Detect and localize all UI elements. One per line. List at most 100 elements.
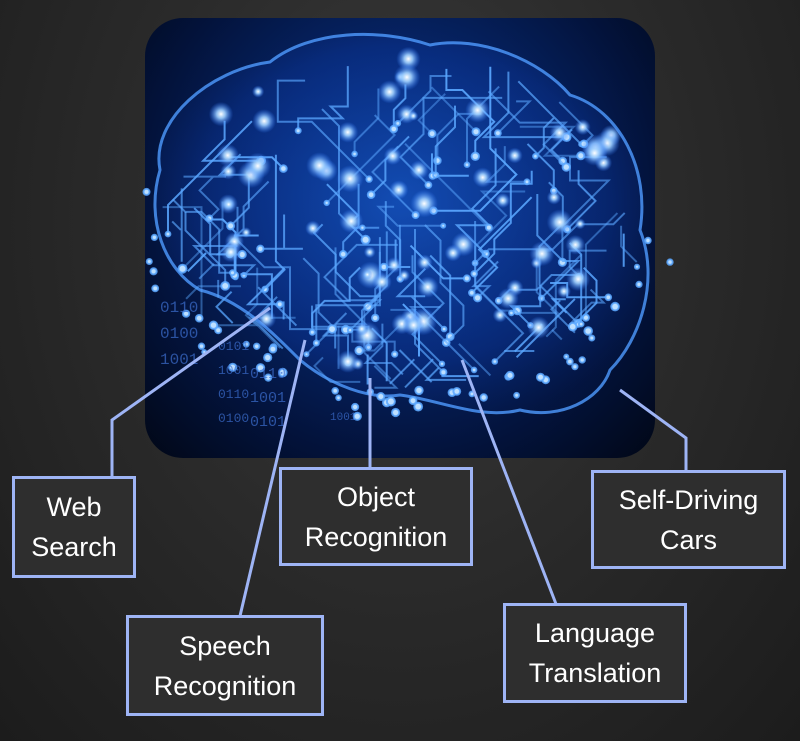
circuit-trace bbox=[424, 224, 465, 344]
circuit-trace bbox=[213, 267, 259, 327]
circuit-trace bbox=[323, 243, 398, 331]
glow-node bbox=[574, 119, 591, 136]
circuit-endpoint bbox=[610, 301, 620, 312]
glow-node bbox=[222, 198, 235, 211]
glow-node bbox=[546, 190, 562, 205]
circuit-trace bbox=[313, 356, 361, 383]
circuit-trace bbox=[162, 206, 203, 317]
circuit-endpoint bbox=[354, 345, 364, 356]
glow-node bbox=[389, 180, 409, 200]
circuit-endpoint bbox=[351, 150, 358, 158]
circuit-endpoint bbox=[413, 401, 424, 412]
circuit-endpoint bbox=[228, 362, 238, 372]
circuit-trace bbox=[404, 358, 434, 389]
circuit-trace bbox=[569, 288, 607, 325]
glowing-nodes bbox=[208, 46, 622, 373]
circuit-endpoint bbox=[226, 221, 236, 231]
speech-recognition-box: Speech Recognition bbox=[126, 615, 324, 716]
glow-node bbox=[305, 220, 321, 236]
circuit-endpoint bbox=[308, 328, 316, 336]
speech-recognition-line-2: Recognition bbox=[153, 670, 297, 701]
circuit-trace bbox=[167, 120, 253, 234]
web-search-box: Web Search bbox=[12, 476, 136, 578]
circuit-trace bbox=[264, 154, 286, 291]
circuit-endpoint bbox=[365, 175, 373, 183]
language-translation-box: Language Translation bbox=[503, 603, 687, 703]
circuit-trace bbox=[545, 253, 583, 338]
glow-node bbox=[574, 218, 586, 230]
glow-node bbox=[398, 269, 411, 282]
glow-node bbox=[363, 246, 376, 259]
circuit-endpoint bbox=[408, 396, 418, 406]
circuit-trace bbox=[474, 221, 525, 363]
circuit-endpoint bbox=[294, 127, 302, 135]
glow-node bbox=[377, 80, 402, 104]
circuit-endpoint bbox=[323, 199, 330, 207]
circuit-endpoint bbox=[263, 352, 273, 363]
connector-language-translation bbox=[460, 359, 558, 605]
glow-node bbox=[492, 307, 508, 323]
circuit-endpoint bbox=[208, 320, 219, 330]
circuit-endpoint bbox=[278, 367, 288, 378]
circuit-endpoint bbox=[577, 320, 585, 328]
circuit-trace bbox=[434, 105, 456, 175]
glow-node bbox=[339, 209, 364, 234]
circuit-trace bbox=[321, 108, 380, 229]
glow-node bbox=[472, 167, 493, 188]
circuit-endpoint bbox=[255, 363, 266, 373]
glow-node bbox=[362, 269, 373, 280]
circuit-trace bbox=[215, 290, 234, 324]
circuit-trace bbox=[473, 170, 533, 275]
circuit-endpoint bbox=[633, 263, 641, 270]
circuit-endpoint bbox=[532, 152, 539, 160]
circuit-trace bbox=[424, 366, 467, 381]
circuit-trace bbox=[414, 229, 445, 373]
circuit-endpoint bbox=[371, 313, 380, 323]
circuit-endpoint bbox=[439, 368, 448, 377]
binary-digit-text: 1001 bbox=[330, 412, 357, 424]
circuit-endpoint bbox=[536, 372, 545, 382]
circuit-endpoint bbox=[385, 396, 396, 407]
circuit-endpoint bbox=[470, 151, 480, 162]
circuit-trace bbox=[551, 329, 563, 341]
connector-speech-recognition bbox=[238, 339, 307, 617]
self-driving-cars-line-1: Self-Driving bbox=[618, 484, 759, 515]
circuit-endpoint bbox=[339, 250, 348, 259]
object-recognition-box: Object Recognition bbox=[279, 467, 473, 566]
circuit-trace bbox=[297, 66, 349, 131]
circuit-endpoint bbox=[583, 326, 594, 336]
binary-digit-text: 1001 bbox=[250, 390, 286, 407]
circuit-trace bbox=[417, 93, 446, 135]
glow-node bbox=[546, 209, 573, 236]
circuit-endpoint bbox=[523, 178, 531, 186]
circuit-endpoint bbox=[644, 236, 652, 245]
circuit-endpoint bbox=[563, 353, 570, 360]
circuit-trace bbox=[497, 100, 533, 134]
circuit-endpoint bbox=[578, 356, 586, 364]
circuit-endpoint bbox=[473, 293, 483, 303]
circuit-trace bbox=[431, 153, 469, 177]
object-recognition-line-1: Object bbox=[336, 481, 416, 512]
circuit-endpoint bbox=[505, 370, 515, 380]
circuit-trace bbox=[171, 220, 182, 231]
circuit-endpoint bbox=[352, 411, 362, 421]
binary-digit-text: 1001 bbox=[160, 351, 198, 369]
circuit-trace bbox=[311, 266, 361, 333]
circuit-endpoint bbox=[452, 387, 462, 396]
glow-node bbox=[557, 284, 571, 299]
circuit-trace bbox=[260, 214, 303, 250]
circuit-endpoint bbox=[471, 127, 481, 137]
circuit-endpoint bbox=[142, 187, 151, 196]
circuit-trace bbox=[433, 66, 518, 212]
circuit-endpoint bbox=[229, 269, 236, 277]
language-translation-line-2: Translation bbox=[528, 658, 662, 688]
circuit-trace bbox=[620, 225, 638, 263]
circuit-endpoint bbox=[214, 326, 223, 335]
circuit-endpoint bbox=[567, 321, 578, 332]
circuit-trace bbox=[247, 316, 296, 349]
circuit-endpoint bbox=[327, 324, 338, 335]
circuit-trace bbox=[534, 117, 555, 157]
glow-node bbox=[240, 227, 252, 238]
circuit-endpoint bbox=[164, 230, 172, 238]
